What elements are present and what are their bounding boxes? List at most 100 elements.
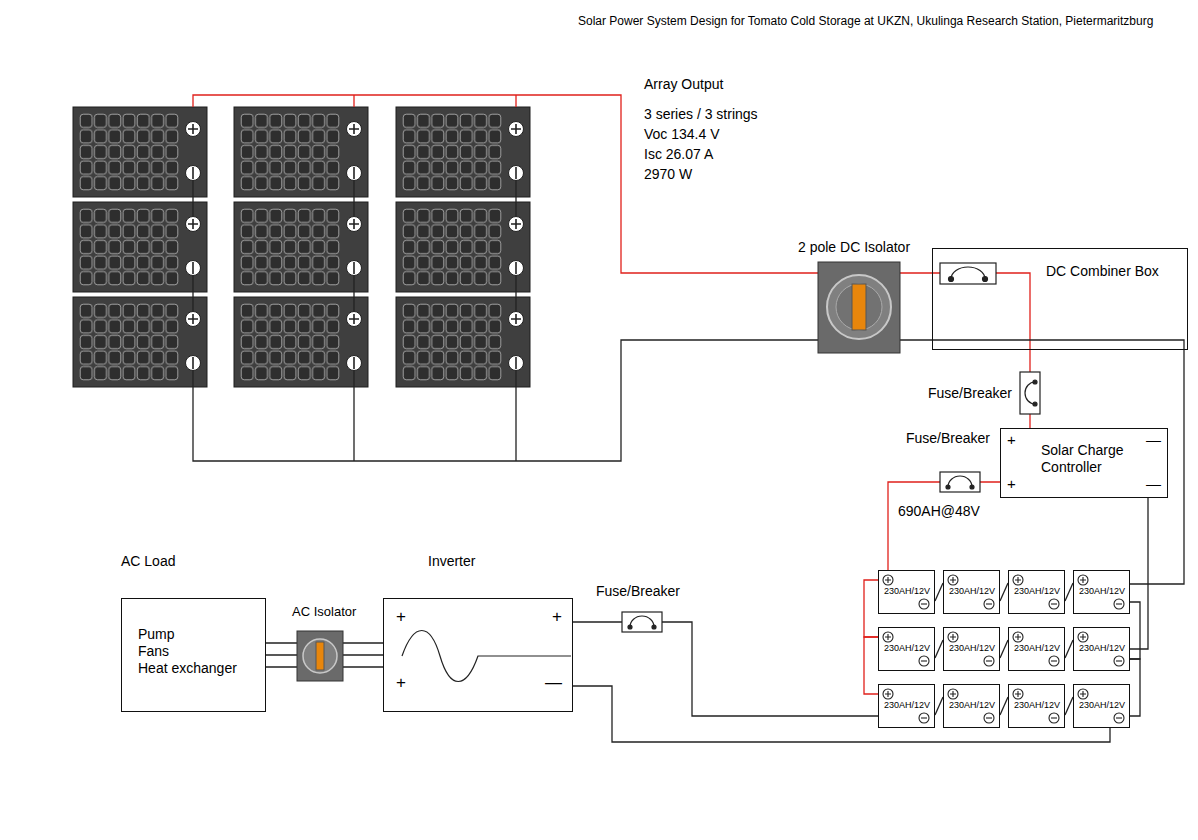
battery-terminal bbox=[885, 577, 891, 583]
fuse-symbol bbox=[628, 625, 632, 629]
fuse-symbol bbox=[1033, 402, 1037, 406]
ac-isolator-symbol bbox=[303, 639, 337, 673]
wire-connector bbox=[1065, 640, 1073, 658]
fuse-label: Fuse/Breaker bbox=[928, 385, 1012, 402]
wire-connector bbox=[1000, 697, 1008, 715]
box-title: Solar Charge Controller bbox=[1041, 442, 1153, 476]
battery-box: 230AH/12V bbox=[943, 684, 1000, 728]
battery-terminal bbox=[984, 656, 994, 666]
wire-connector bbox=[935, 583, 943, 601]
box-title: DC Combiner Box bbox=[1046, 263, 1159, 280]
battery-terminal bbox=[1114, 713, 1124, 723]
battery-terminal bbox=[921, 717, 927, 718]
battery-terminal bbox=[950, 577, 956, 583]
fuse-symbol bbox=[940, 472, 980, 492]
fuse-symbol bbox=[652, 625, 656, 629]
battery-terminal bbox=[986, 603, 992, 604]
battery-rating: 230AH/12V bbox=[1014, 586, 1060, 597]
battery-rating: 230AH/12V bbox=[1079, 586, 1125, 597]
fuse-symbol bbox=[951, 267, 985, 279]
charge-controller-box: Solar Charge Controller++—— bbox=[1000, 428, 1168, 498]
battery-terminal bbox=[919, 713, 929, 723]
isolator-label: 2 pole DC Isolator bbox=[798, 239, 910, 256]
battery-terminal bbox=[1015, 691, 1021, 697]
array-spec: Voc 134.4 V bbox=[644, 126, 720, 143]
dc-isolator-symbol bbox=[827, 275, 891, 339]
battery-rating: 230AH/12V bbox=[949, 643, 995, 654]
battery-terminal bbox=[921, 660, 927, 661]
battery-terminal bbox=[883, 689, 893, 699]
wire-connector bbox=[1065, 697, 1073, 715]
fuse-symbol bbox=[940, 472, 980, 492]
combiner-box: DC Combiner Box bbox=[932, 248, 1188, 350]
battery-terminal bbox=[1080, 691, 1086, 697]
battery-terminal bbox=[986, 717, 992, 718]
battery-terminal bbox=[1051, 660, 1057, 661]
fuse-symbol bbox=[1025, 382, 1035, 404]
fuse-symbol bbox=[630, 616, 654, 627]
battery-terminal bbox=[1015, 577, 1021, 583]
battery-terminal bbox=[1078, 632, 1088, 642]
solar-panels bbox=[73, 107, 207, 197]
battery-terminal bbox=[883, 632, 893, 642]
battery-box: 230AH/12V bbox=[878, 684, 935, 728]
polarity-sign: + bbox=[396, 673, 406, 693]
solar-panels bbox=[234, 297, 368, 387]
box-heading: Inverter bbox=[428, 553, 475, 570]
wire-connector bbox=[1065, 583, 1073, 601]
battery-terminal bbox=[1015, 634, 1021, 640]
fuse-label: Fuse/Breaker bbox=[906, 430, 990, 447]
box-heading: AC Load bbox=[121, 553, 175, 570]
solar-panels bbox=[234, 107, 368, 197]
battery-terminal bbox=[948, 632, 958, 642]
battery-terminal bbox=[1080, 577, 1086, 583]
fuse-symbol bbox=[940, 263, 996, 284]
battery-box: 230AH/12V bbox=[1073, 627, 1130, 671]
fuse-label: Fuse/Breaker bbox=[596, 583, 680, 600]
battery-rating: 230AH/12V bbox=[949, 586, 995, 597]
battery-box: 230AH/12V bbox=[1008, 684, 1065, 728]
battery-rating: 230AH/12V bbox=[1079, 700, 1125, 711]
solar-panels bbox=[73, 107, 530, 387]
ac-isolator-symbol bbox=[316, 642, 324, 670]
fuse-symbol bbox=[983, 277, 988, 282]
solar-panels bbox=[396, 202, 530, 292]
array-wiring bbox=[193, 95, 818, 273]
array-wiring bbox=[900, 340, 1184, 350]
connector-layer bbox=[266, 350, 1184, 742]
solar-panels bbox=[396, 107, 530, 197]
battery-terminal bbox=[950, 691, 956, 697]
battery-box: 230AH/12V bbox=[878, 570, 935, 614]
wire-connector bbox=[888, 482, 1000, 570]
ac-isolator-symbol bbox=[297, 631, 343, 681]
load-item: Heat exchanger bbox=[138, 660, 237, 677]
battery-terminal bbox=[948, 575, 958, 585]
battery-terminal bbox=[1013, 575, 1023, 585]
fuse-symbol bbox=[940, 263, 996, 284]
solar-panels bbox=[73, 297, 207, 387]
solar-panels bbox=[396, 297, 530, 387]
battery-rating: 230AH/12V bbox=[884, 643, 930, 654]
battery-terminal bbox=[1049, 656, 1059, 666]
battery-box: 230AH/12V bbox=[1008, 627, 1065, 671]
battery-terminal bbox=[885, 691, 891, 697]
wire-connector bbox=[864, 580, 878, 637]
fuse-symbol bbox=[1033, 380, 1037, 384]
battery-terminal bbox=[984, 713, 994, 723]
fuse-symbol bbox=[1020, 372, 1040, 414]
fuse-symbol bbox=[622, 612, 662, 632]
battery-terminal bbox=[919, 599, 929, 609]
battery-box: 230AH/12V bbox=[1073, 684, 1130, 728]
battery-rating: 230AH/12V bbox=[1014, 643, 1060, 654]
battery-terminal bbox=[1078, 575, 1088, 585]
fuse-symbol bbox=[949, 277, 954, 282]
polarity-sign: + bbox=[552, 607, 562, 627]
battery-terminal bbox=[1049, 713, 1059, 723]
battery-terminal bbox=[1013, 632, 1023, 642]
battery-terminal bbox=[984, 599, 994, 609]
